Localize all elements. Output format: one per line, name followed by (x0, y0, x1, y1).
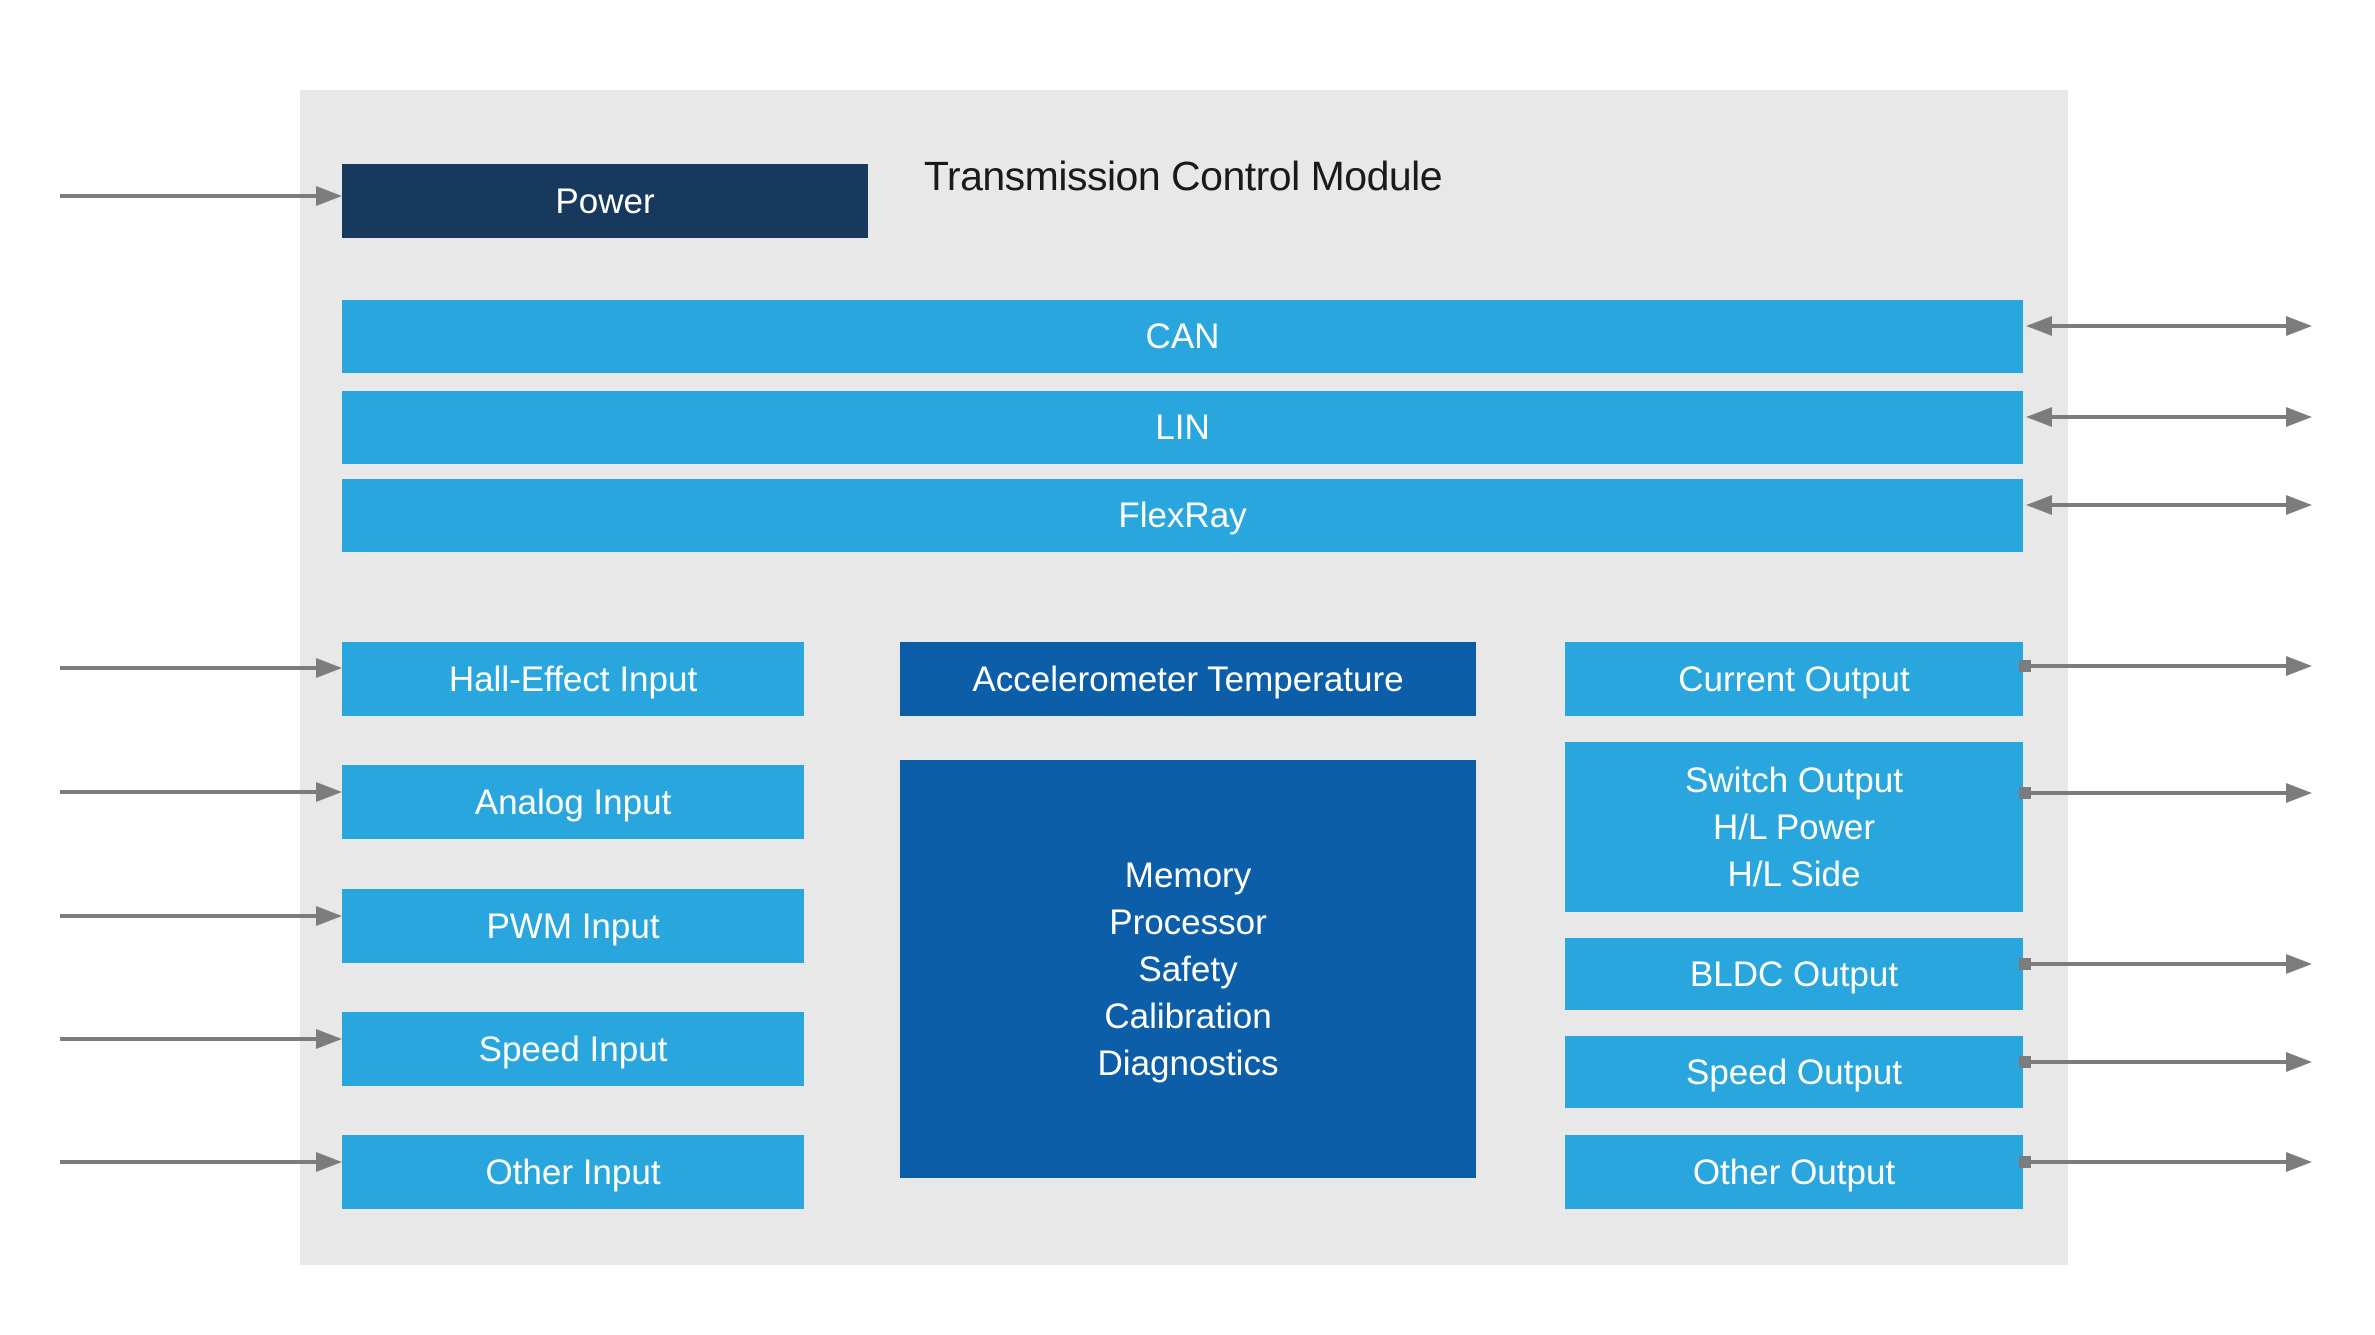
input-pwm-box: PWM Input (342, 889, 804, 963)
arrow-shaft (2025, 1160, 2290, 1164)
output-current-box: Current Output (1565, 642, 2023, 716)
arrow-shaft (2048, 324, 2290, 328)
arrow-shaft (60, 194, 320, 198)
output-speed-label: Speed Output (1686, 1052, 1902, 1092)
speed-in-arrow (60, 1029, 342, 1049)
input-speed-label: Speed Input (478, 1029, 668, 1069)
arrow-right-icon (2286, 954, 2312, 974)
arrow-right-icon (2286, 783, 2312, 803)
core-function-diagnostics: Diagnostics (1097, 1043, 1279, 1083)
other-out-arrow (2019, 1152, 2312, 1172)
input-pwm-label: PWM Input (486, 906, 660, 946)
arrow-right-icon (2286, 1052, 2312, 1072)
arrow-right-icon (2286, 407, 2312, 427)
core-function-processor: Processor (1109, 902, 1267, 942)
current-out-arrow (2019, 656, 2312, 676)
output-switch-label: Switch Output (1685, 760, 1903, 800)
analog-in-arrow (60, 782, 342, 802)
output-switch-hl-power-label: H/L Power (1712, 807, 1876, 847)
arrow-shaft (2048, 503, 2290, 507)
bus-lin-label: LIN (1155, 408, 1210, 447)
flexray-bidirectional-arrow (2026, 495, 2312, 515)
accelerometer-temperature-box: Accelerometer Temperature (900, 642, 1476, 716)
power-label: Power (555, 181, 655, 221)
core-function-calibration: Calibration (1104, 996, 1272, 1036)
arrow-left-icon (2026, 316, 2052, 336)
arrow-shaft (2025, 664, 2290, 668)
arrow-right-icon (316, 1029, 342, 1049)
arrow-shaft (2048, 415, 2290, 419)
can-bidirectional-arrow (2026, 316, 2312, 336)
output-switch-hl-side-label: H/L Side (1727, 854, 1861, 894)
input-hall-effect-label: Hall-Effect Input (448, 659, 698, 699)
arrow-right-icon (316, 906, 342, 926)
arrow-right-icon (316, 186, 342, 206)
accelerometer-temperature-label: Accelerometer Temperature (972, 659, 1404, 699)
input-analog-box: Analog Input (342, 765, 804, 839)
arrow-shaft (60, 914, 320, 918)
pwm-in-arrow (60, 906, 342, 926)
bus-lin-box: LIN (342, 391, 2023, 464)
arrow-right-icon (316, 782, 342, 802)
arrow-right-icon (2286, 316, 2312, 336)
arrow-shaft (60, 790, 320, 794)
diagram-title: Transmission Control Module (923, 152, 1443, 199)
output-bldc-box: BLDC Output (1565, 938, 2023, 1010)
bldc-out-arrow (2019, 954, 2312, 974)
output-speed-box: Speed Output (1565, 1036, 2023, 1108)
arrow-shaft (2025, 791, 2290, 795)
switch-out-arrow (2019, 783, 2312, 803)
arrow-left-icon (2026, 407, 2052, 427)
input-other-label: Other Input (485, 1152, 661, 1192)
bus-flexray-label: FlexRay (1118, 496, 1247, 535)
other-in-arrow (60, 1152, 342, 1172)
core-functions-box: Memory Processor Safety Calibration Diag… (900, 760, 1476, 1178)
bus-flexray-box: FlexRay (342, 479, 2023, 552)
arrow-left-icon (2026, 495, 2052, 515)
output-switch-box: Switch Output H/L Power H/L Side (1565, 742, 2023, 912)
bus-can-box: CAN (342, 300, 2023, 373)
arrow-shaft (60, 1160, 320, 1164)
bus-can-label: CAN (1145, 317, 1220, 356)
output-other-box: Other Output (1565, 1135, 2023, 1209)
arrow-right-icon (2286, 495, 2312, 515)
input-other-box: Other Input (342, 1135, 804, 1209)
input-hall-effect-box: Hall-Effect Input (342, 642, 804, 716)
power-box: Power (342, 164, 868, 238)
arrow-shaft (60, 1037, 320, 1041)
output-current-label: Current Output (1678, 659, 1910, 699)
arrow-shaft (60, 666, 320, 670)
output-other-label: Other Output (1692, 1152, 1896, 1192)
hall-effect-in-arrow (60, 658, 342, 678)
input-speed-box: Speed Input (342, 1012, 804, 1086)
core-function-safety: Safety (1138, 949, 1238, 989)
input-analog-label: Analog Input (474, 782, 672, 822)
arrow-shaft (2025, 962, 2290, 966)
arrow-right-icon (316, 658, 342, 678)
speed-out-arrow (2019, 1052, 2312, 1072)
power-in-arrow (60, 186, 342, 206)
output-bldc-label: BLDC Output (1689, 954, 1899, 994)
arrow-shaft (2025, 1060, 2290, 1064)
arrow-right-icon (316, 1152, 342, 1172)
arrow-right-icon (2286, 1152, 2312, 1172)
core-function-memory: Memory (1124, 855, 1252, 895)
arrow-right-icon (2286, 656, 2312, 676)
lin-bidirectional-arrow (2026, 407, 2312, 427)
